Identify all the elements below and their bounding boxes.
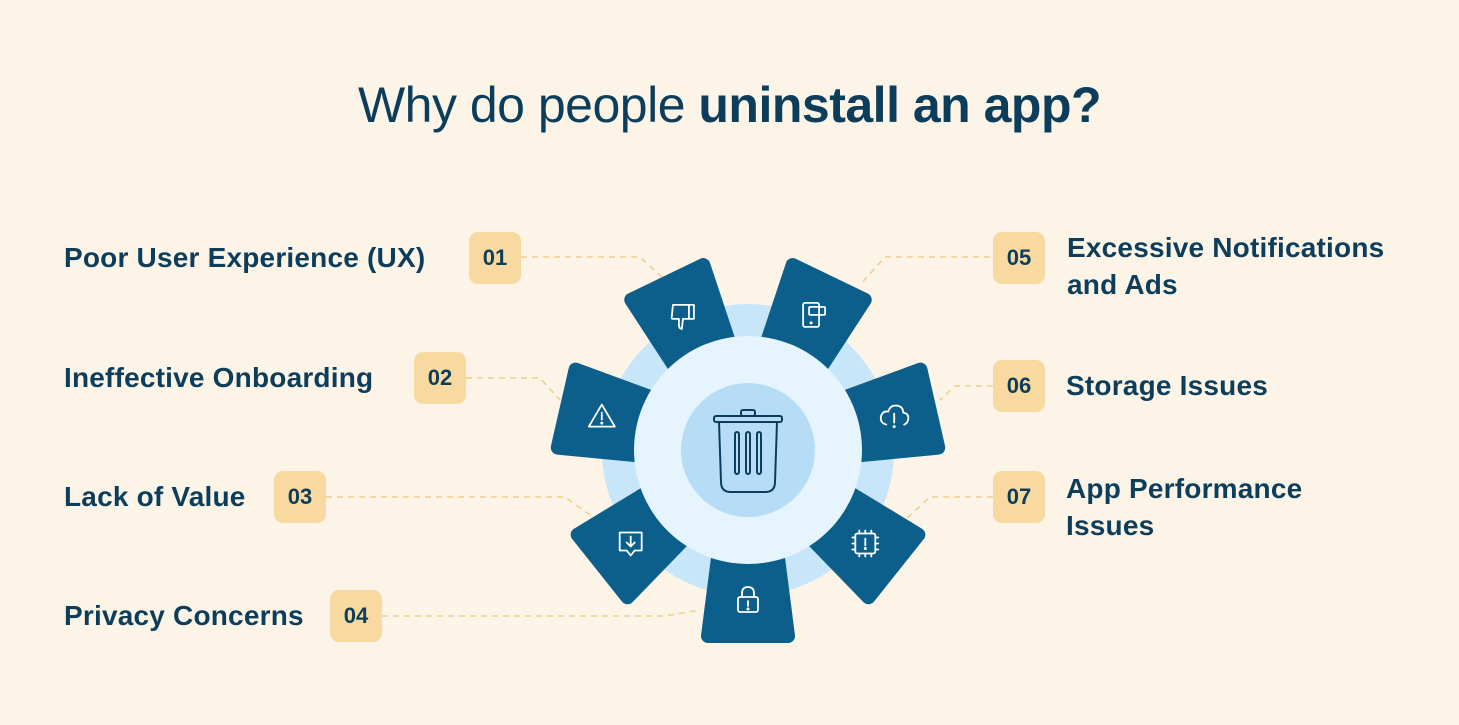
title-regular: Why do people: [357, 77, 699, 133]
reason-label-02: Ineffective Onboarding: [64, 362, 374, 393]
badge-03: 03: [274, 471, 326, 523]
core-circle: [681, 383, 815, 517]
thumbs-down-icon: [670, 303, 695, 330]
badge-02: 02: [414, 352, 466, 404]
chip-alert-icon: [851, 529, 880, 558]
connector-03: [326, 496, 591, 516]
phone-notification-icon: [802, 301, 826, 328]
badge-04: 04: [330, 590, 382, 642]
connector-05: [859, 256, 1045, 286]
connector-04: [382, 609, 701, 617]
connector-07: [904, 496, 993, 521]
reason-label-04: Privacy Concerns: [64, 600, 304, 631]
badge-06: 06: [993, 360, 1045, 412]
reason-label-05: Excessive Notifications and Ads: [1067, 232, 1385, 300]
connector-06: [939, 385, 993, 401]
reason-label-01: Poor User Experience (UX): [64, 242, 426, 273]
reason-label-06: Storage Issues: [1066, 370, 1268, 401]
badge-01: 01: [469, 232, 521, 284]
badge-05: 05: [993, 232, 1045, 284]
connector-01: [521, 256, 666, 281]
trash-can-icon: [713, 409, 783, 493]
cloud-alert-icon: [879, 404, 910, 429]
connectors: [326, 256, 1045, 617]
badge-07: 07: [993, 471, 1045, 523]
reason-label-07: App Performance Issues: [1066, 473, 1303, 541]
download-message-icon: [618, 531, 643, 557]
page-title: Why do people uninstall an app?: [0, 76, 1459, 134]
warning-triangle-icon: [587, 403, 616, 428]
lock-alert-icon: [737, 586, 759, 613]
connector-02: [466, 377, 561, 401]
reason-label-03: Lack of Value: [64, 481, 246, 512]
title-bold: uninstall an app?: [698, 77, 1102, 133]
